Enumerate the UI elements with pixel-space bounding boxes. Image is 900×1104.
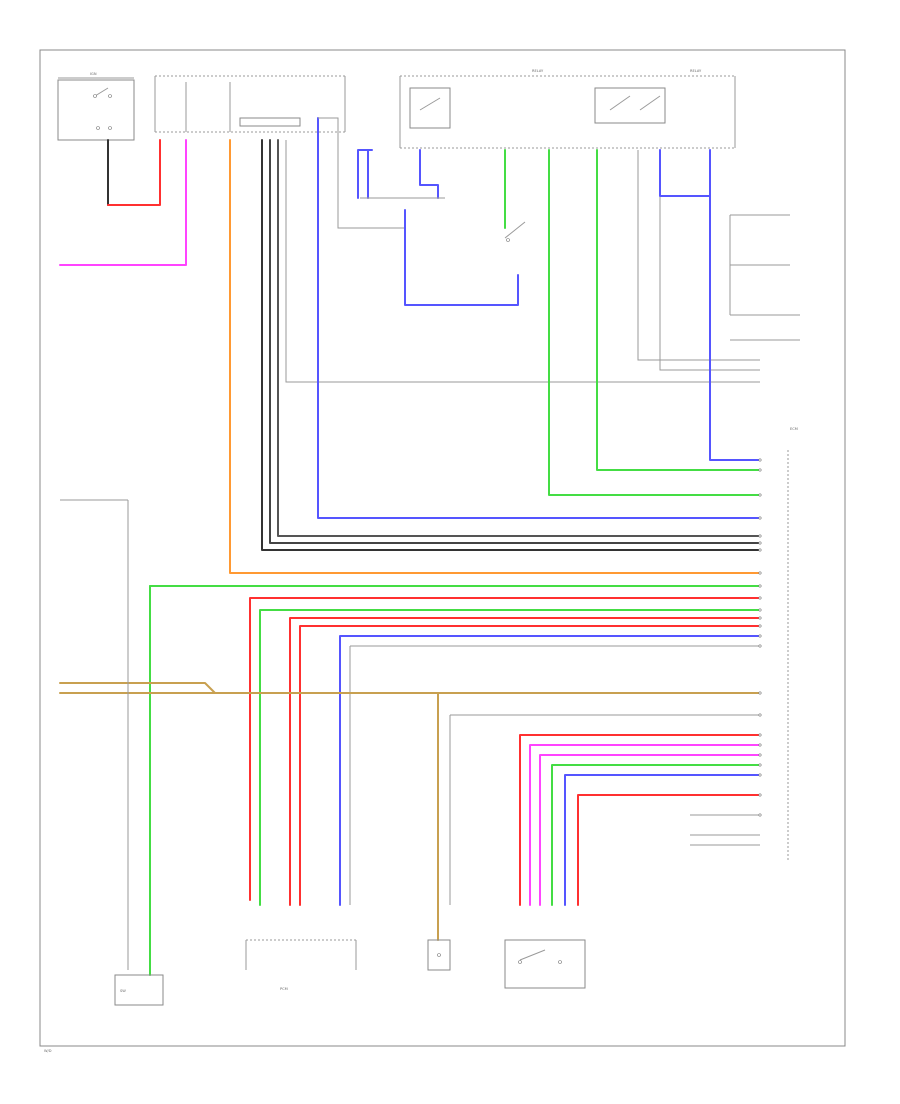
wire-pink-low2	[539, 754, 761, 906]
wire-gray-jumper	[318, 117, 405, 229]
relay-switch-center	[357, 149, 526, 306]
bottom-switch	[504, 939, 586, 989]
wire-green-h2	[259, 609, 761, 906]
wire-gray-low2	[690, 834, 760, 846]
wire-gray-3	[637, 150, 760, 361]
wire-black-1	[261, 139, 761, 551]
ignition-label: IGN	[90, 72, 97, 76]
wire-red-h1	[249, 597, 761, 901]
wire-red-low	[519, 734, 761, 906]
wire-orange-main	[229, 139, 761, 574]
sensor-left-label: SW	[120, 989, 126, 993]
wire-blue-low	[564, 774, 761, 906]
wire-black-3	[277, 139, 761, 537]
relay-label-right: RELAY	[690, 69, 702, 73]
wire-pink-main	[59, 139, 187, 266]
wire-red-h2	[289, 617, 761, 906]
wire-gray-4	[659, 150, 760, 371]
diagram-frame	[39, 49, 846, 1047]
footer-label: W/D	[44, 1049, 52, 1053]
wire-gray-down	[449, 714, 760, 905]
bottom-sensor-tan	[427, 939, 451, 971]
ecm-connector: ECM	[787, 427, 798, 862]
wire-red-low2	[577, 794, 761, 906]
wire-gray-left-vert	[60, 499, 129, 970]
wire-blue-long	[317, 117, 761, 519]
ecm-pins	[758, 458, 762, 817]
wire-pink-low	[529, 744, 761, 906]
wire-gray-long	[285, 140, 760, 383]
wire-green-2	[548, 149, 761, 496]
wire-red-h3	[299, 625, 761, 906]
fuse-box-right: RELAY RELAY	[399, 69, 736, 149]
wire-tan-bus	[59, 682, 761, 694]
wire-blue-h1	[339, 635, 761, 906]
ignition-switch: IGN	[57, 72, 135, 141]
wire-gray-h1	[349, 645, 760, 905]
wire-green-low	[551, 764, 761, 906]
fuse-box-top	[154, 75, 346, 133]
bottom-sensor-mid: PCM	[245, 939, 357, 991]
sensor-mid-label: PCM	[280, 987, 288, 991]
ecm-label: ECM	[790, 427, 798, 431]
wire-green-3	[596, 149, 761, 471]
right-stub-lines	[729, 214, 800, 341]
wire-blue-right	[709, 149, 761, 461]
relay-label-left: RELAY	[532, 69, 544, 73]
bottom-sensor-left: SW	[114, 974, 164, 1006]
wire-blue-short	[659, 149, 711, 197]
wire-black-2	[269, 139, 761, 544]
wire-red-ign	[107, 139, 161, 206]
